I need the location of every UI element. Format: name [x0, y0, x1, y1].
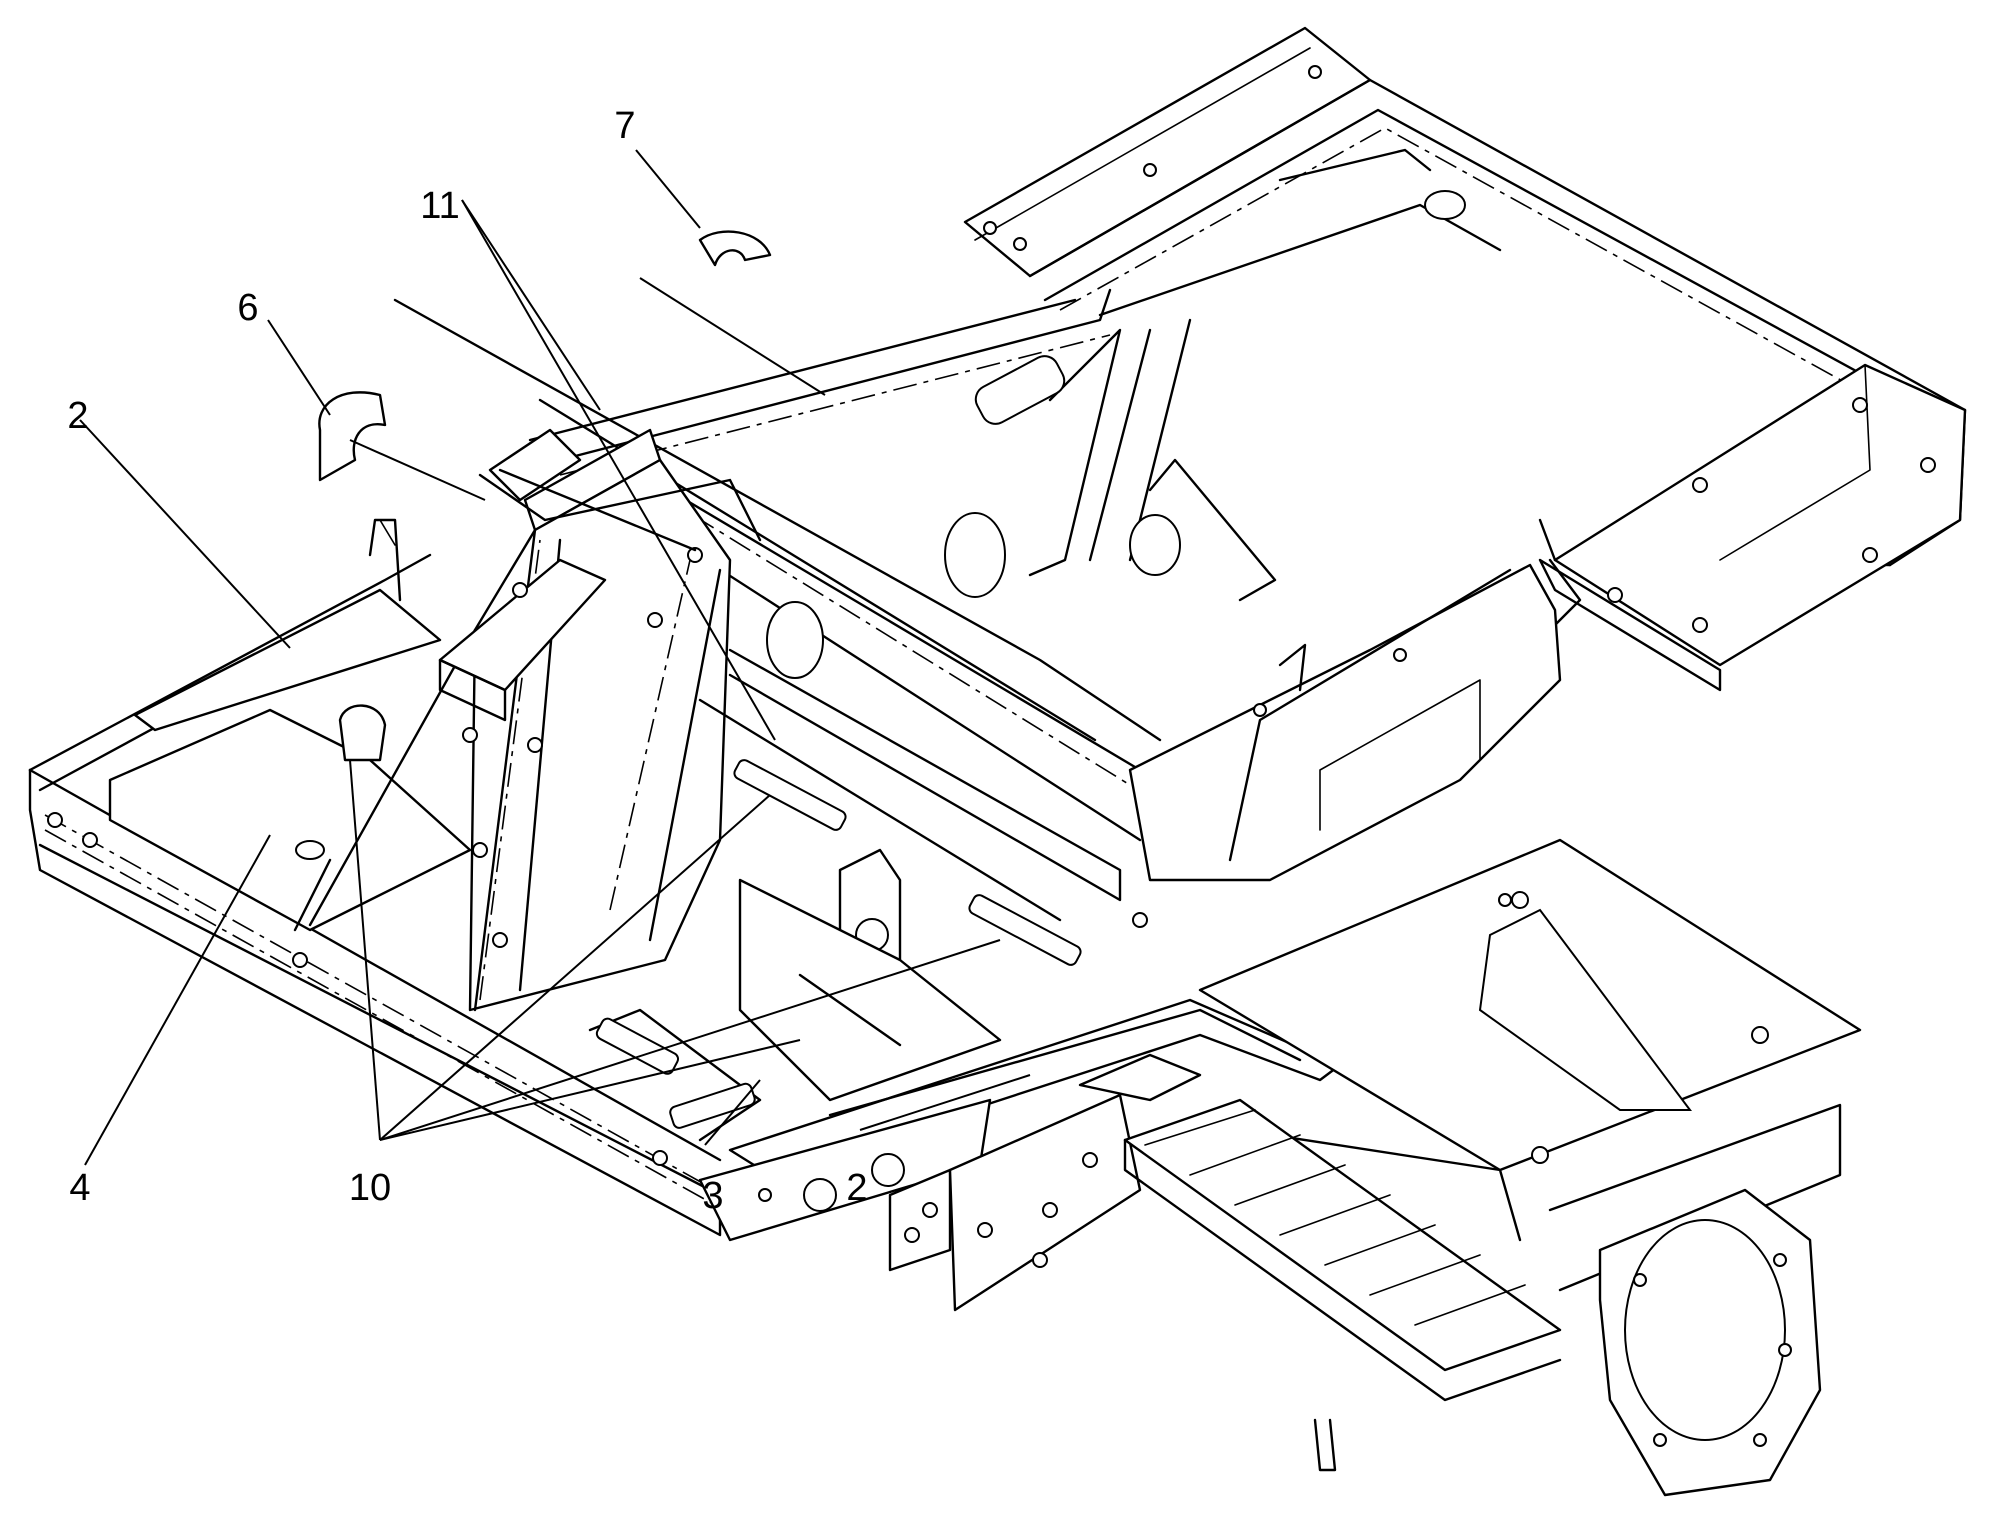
front-frame — [28, 518, 722, 1237]
bracket-column — [293, 428, 762, 1012]
rear-frame — [963, 26, 1967, 692]
part-6-shim — [318, 391, 387, 482]
step-assembly — [1123, 838, 1862, 1497]
callout-6: 6 — [237, 287, 258, 329]
callout-2-right: 2 — [846, 1167, 867, 1209]
main-side-rails — [393, 288, 1562, 928]
slotted-cross-member — [588, 648, 1122, 1142]
callout-3: 3 — [702, 1175, 723, 1217]
callout-labels: 7 11 6 2 4 10 3 2 — [67, 105, 867, 1217]
lower-plates — [888, 1053, 1202, 1312]
leader-lines — [79, 149, 1031, 1166]
callout-4: 4 — [69, 1167, 90, 1209]
right-gusset — [698, 998, 1342, 1242]
callout-11: 11 — [420, 185, 459, 227]
part-7-shim — [698, 230, 772, 267]
callout-7: 7 — [614, 105, 635, 147]
callout-10: 10 — [349, 1167, 391, 1209]
callout-2-left: 2 — [67, 395, 88, 437]
